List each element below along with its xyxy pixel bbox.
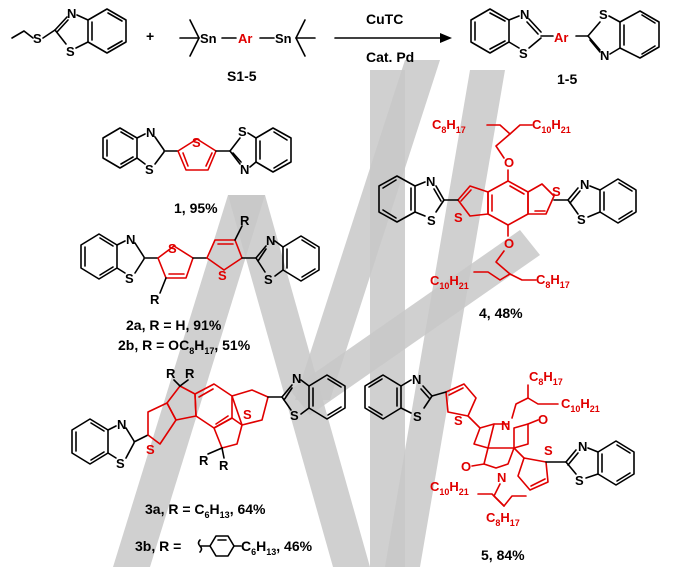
c10h21-chain-bottom: C10H21 (430, 273, 469, 291)
svg-text:N: N (600, 48, 609, 63)
svg-text:S: S (290, 408, 299, 423)
svg-text:S: S (454, 413, 463, 428)
svg-text:R: R (219, 458, 229, 473)
svg-text:S: S (427, 213, 436, 228)
svg-text:O: O (504, 155, 514, 170)
svg-text:N: N (426, 174, 435, 189)
svg-text:R: R (185, 366, 195, 381)
compound-4-label: 4, 48% (479, 305, 523, 321)
reagent-top: CuTC (366, 11, 403, 27)
c10h21-chain-bottom: C10H21 (430, 479, 469, 497)
svg-text:S: S (168, 241, 177, 256)
svg-text:N: N (580, 177, 589, 192)
svg-text:R: R (199, 453, 209, 468)
compound-3a-label: 3a, R = C6H13, 64% (145, 501, 266, 520)
svg-text:N: N (578, 439, 587, 454)
svg-text:N: N (501, 418, 510, 433)
c10h21-chain-top: C10H21 (561, 396, 600, 414)
svg-text:S: S (66, 44, 75, 59)
c10h21-chain-top: C10H21 (532, 117, 571, 135)
svg-text:S: S (218, 268, 227, 283)
svg-text:S: S (146, 442, 155, 457)
svg-text:S: S (552, 184, 561, 199)
compound-2a-label: 2a, R = H, 91% (126, 317, 222, 333)
svg-text:N: N (67, 6, 76, 21)
svg-text:Ar: Ar (554, 30, 568, 45)
watermark (113, 60, 540, 567)
svg-text:S: S (599, 7, 608, 22)
tin-reagent-label: S1-5 (227, 68, 257, 84)
product-label: 1-5 (557, 71, 577, 87)
compound-3-structure: N S S S R R R R N S (71, 366, 346, 473)
svg-text:S: S (192, 135, 201, 150)
svg-text:Sn: Sn (275, 31, 292, 46)
svg-text:R: R (240, 213, 250, 228)
svg-text:O: O (461, 459, 471, 474)
svg-text:S: S (33, 31, 42, 46)
svg-text:S: S (243, 407, 252, 422)
svg-text:N: N (266, 233, 275, 248)
compound-1-structure: N S S S N (102, 124, 292, 177)
svg-text:S: S (519, 46, 528, 61)
reactant-methylthio-benzothiazole: S N S (11, 6, 127, 59)
svg-text:S: S (264, 272, 273, 287)
svg-text:S: S (238, 124, 247, 139)
svg-text:S: S (577, 212, 586, 227)
c8h17-chain-top: C8H17 (529, 369, 563, 387)
svg-text:S: S (125, 271, 134, 286)
svg-text:R: R (150, 292, 160, 307)
svg-text:S: S (413, 409, 422, 424)
phenyl-ring (209, 535, 235, 557)
svg-text:S: S (544, 443, 553, 458)
wavy-bond-icon (197, 539, 203, 553)
c8h17-chain-bottom: C8H17 (486, 510, 520, 528)
svg-text:S: S (575, 473, 584, 488)
plus-sign: + (146, 28, 154, 44)
svg-text:N: N (126, 232, 135, 247)
svg-text:Ar: Ar (238, 31, 252, 46)
compound-5-structure: C8H17 C10H21 N O O N C10H21 C8H17 S S N (364, 369, 635, 528)
svg-text:R: R (166, 366, 176, 381)
svg-text:N: N (520, 7, 529, 22)
compound-3b-tail: C6H13, 46% (241, 538, 313, 557)
compound-2-structure: N S S R S R N S (80, 213, 320, 307)
svg-text:O: O (504, 236, 514, 251)
svg-text:S: S (145, 162, 154, 177)
compound-3b-label: 3b, R = (135, 538, 181, 554)
compound-1-label: 1, 95% (174, 200, 218, 216)
svg-text:Sn: Sn (200, 31, 217, 46)
c8h17-chain-top: C8H17 (432, 117, 466, 135)
svg-text:N: N (292, 371, 301, 386)
product-bis-benzothiazolyl-ar: N S Ar S N (470, 7, 660, 63)
compound-2b-label: 2b, R = OC8H17, 51% (118, 337, 251, 356)
svg-text:S: S (454, 210, 463, 225)
svg-text:N: N (497, 470, 506, 485)
svg-text:S: S (116, 456, 125, 471)
svg-text:O: O (538, 412, 548, 427)
svg-text:N: N (146, 125, 155, 140)
compound-5-label: 5, 84% (481, 547, 525, 563)
svg-text:N: N (117, 417, 126, 432)
c8h17-chain-bottom: C8H17 (536, 272, 570, 290)
reagent-bottom: Cat. Pd (366, 49, 414, 65)
compound-4-structure: C8H17 C10H21 O S S O C10H21 C8H17 N S (378, 117, 637, 291)
svg-text:N: N (240, 162, 249, 177)
reactant-bis-stannane: Sn Ar Sn (179, 19, 316, 57)
compound-3b-label-group: 3b, R = C6H13, 46% (135, 535, 313, 557)
reaction-arrow (334, 33, 452, 43)
svg-text:N: N (412, 372, 421, 387)
